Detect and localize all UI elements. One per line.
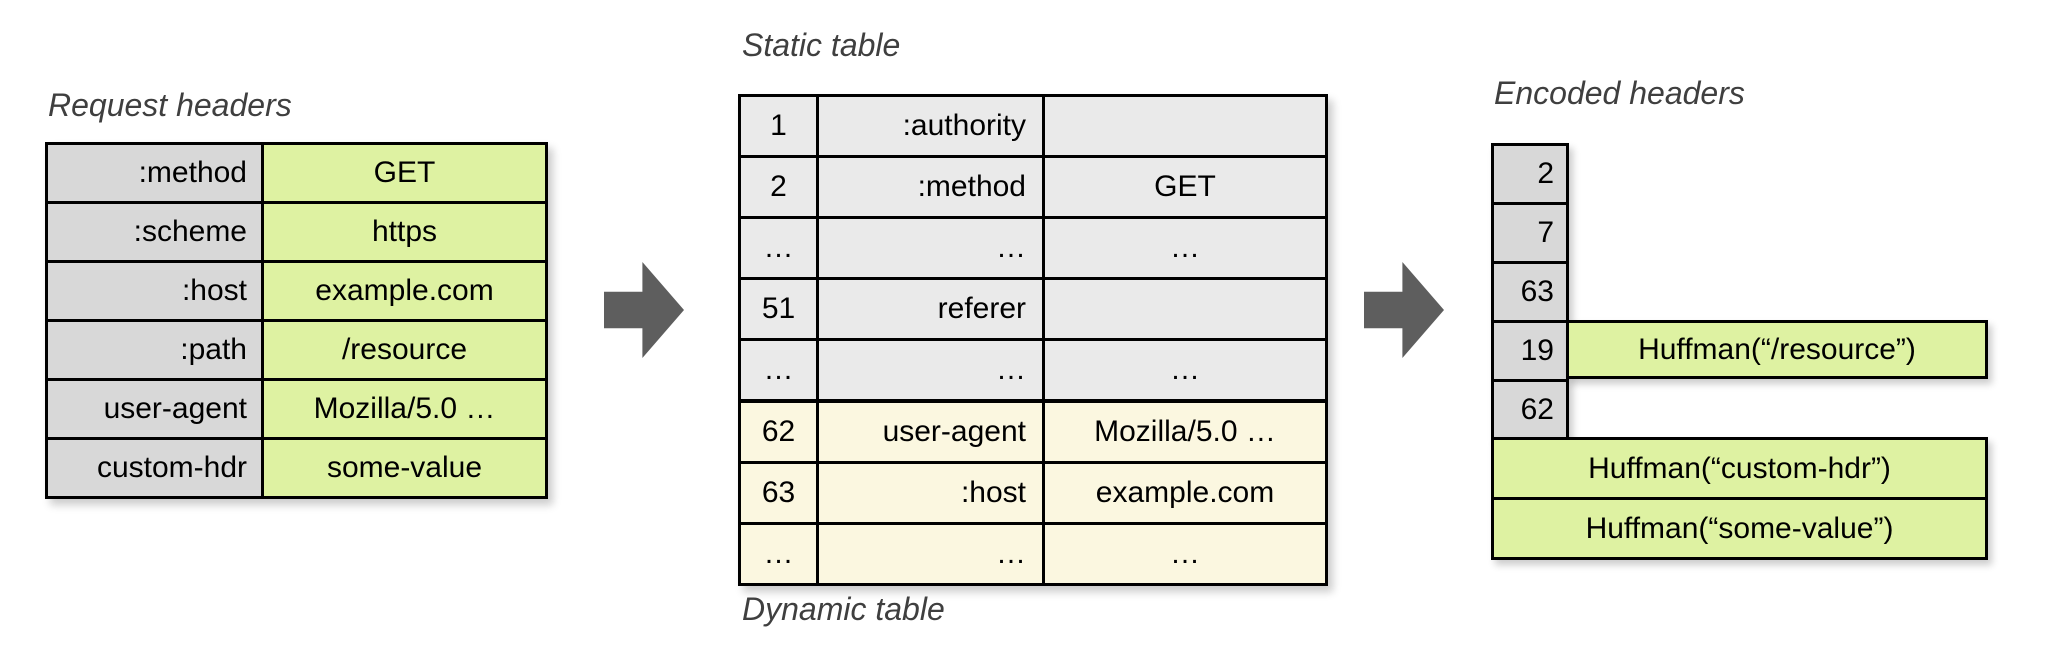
- name-cell: :host: [819, 464, 1045, 522]
- index-table-row: 51 referer: [741, 280, 1325, 341]
- header-name-cell: user-agent: [48, 381, 264, 437]
- header-value-cell: https: [264, 204, 545, 260]
- value-cell: GET: [1045, 158, 1325, 216]
- header-value-cell: some-value: [264, 440, 545, 496]
- value-cell: …: [1045, 525, 1325, 583]
- request-header-row: user-agent Mozilla/5.0 …: [48, 381, 545, 440]
- index-table-row: 2 :method GET: [741, 158, 1325, 219]
- header-value-cell: /resource: [264, 322, 545, 378]
- huffman-resource-cell: Huffman(“/resource”): [1566, 320, 1988, 379]
- request-header-row: :path /resource: [48, 322, 545, 381]
- value-cell: [1045, 280, 1325, 338]
- header-name-cell: :path: [48, 322, 264, 378]
- lookup-encoded-arrow-icon: [1364, 262, 1444, 358]
- value-cell: …: [1045, 219, 1325, 277]
- request-header-row: :host example.com: [48, 263, 545, 322]
- index-table-row: … … …: [741, 525, 1325, 583]
- index-cell: 62: [741, 403, 819, 461]
- header-name-cell: :method: [48, 145, 264, 201]
- huffman-value-cell: Huffman(“some-value”): [1494, 500, 1985, 557]
- index-cell: …: [741, 525, 819, 583]
- index-table-row: 62 user-agent Mozilla/5.0 …: [741, 402, 1325, 464]
- static-table-title: Static table: [742, 27, 901, 63]
- index-cell: 51: [741, 280, 819, 338]
- header-name-cell: :host: [48, 263, 264, 319]
- value-cell: Mozilla/5.0 …: [1045, 403, 1325, 461]
- encoded-index-cell: 19: [1494, 323, 1566, 382]
- encoded-headers-title: Encoded headers: [1494, 75, 1745, 111]
- index-cell: 63: [741, 464, 819, 522]
- encode-lookup-arrow-icon: [604, 262, 684, 358]
- name-cell: …: [819, 219, 1045, 277]
- name-cell: …: [819, 341, 1045, 399]
- request-header-row: :method GET: [48, 145, 545, 204]
- encoded-index-cell: 2: [1494, 146, 1566, 205]
- request-header-row: custom-hdr some-value: [48, 440, 545, 496]
- value-cell: …: [1045, 341, 1325, 399]
- huffman-name-cell: Huffman(“custom-hdr”): [1494, 440, 1985, 500]
- name-cell: …: [819, 525, 1045, 583]
- index-cell: 2: [741, 158, 819, 216]
- encoded-index-cell: 63: [1494, 264, 1566, 323]
- encoded-index-cell: 7: [1494, 205, 1566, 264]
- request-header-row: :scheme https: [48, 204, 545, 263]
- index-cell: 1: [741, 97, 819, 155]
- index-table-row: … … …: [741, 219, 1325, 280]
- index-cell: …: [741, 341, 819, 399]
- header-value-cell: Mozilla/5.0 …: [264, 381, 545, 437]
- name-cell: :authority: [819, 97, 1045, 155]
- header-name-cell: :scheme: [48, 204, 264, 260]
- name-cell: referer: [819, 280, 1045, 338]
- name-cell: :method: [819, 158, 1045, 216]
- dynamic-table-title: Dynamic table: [742, 591, 945, 627]
- header-value-cell: example.com: [264, 263, 545, 319]
- encoded-index-column: 2 7 63 19 62: [1491, 143, 1569, 441]
- value-cell: [1045, 97, 1325, 155]
- name-cell: user-agent: [819, 403, 1045, 461]
- header-name-cell: custom-hdr: [48, 440, 264, 496]
- index-table-row: … … …: [741, 341, 1325, 402]
- index-table-row: 1 :authority: [741, 97, 1325, 158]
- value-cell: example.com: [1045, 464, 1325, 522]
- index-cell: …: [741, 219, 819, 277]
- encoded-index-cell: 62: [1494, 382, 1566, 438]
- request-headers-table: :method GET :scheme https :host example.…: [45, 142, 548, 499]
- header-value-cell: GET: [264, 145, 545, 201]
- huffman-literal-block: Huffman(“custom-hdr”) Huffman(“some-valu…: [1491, 437, 1988, 560]
- index-table-row: 63 :host example.com: [741, 464, 1325, 525]
- static-dynamic-index-table: 1 :authority 2 :method GET … … … 51 refe…: [738, 94, 1328, 586]
- request-headers-title: Request headers: [48, 87, 292, 123]
